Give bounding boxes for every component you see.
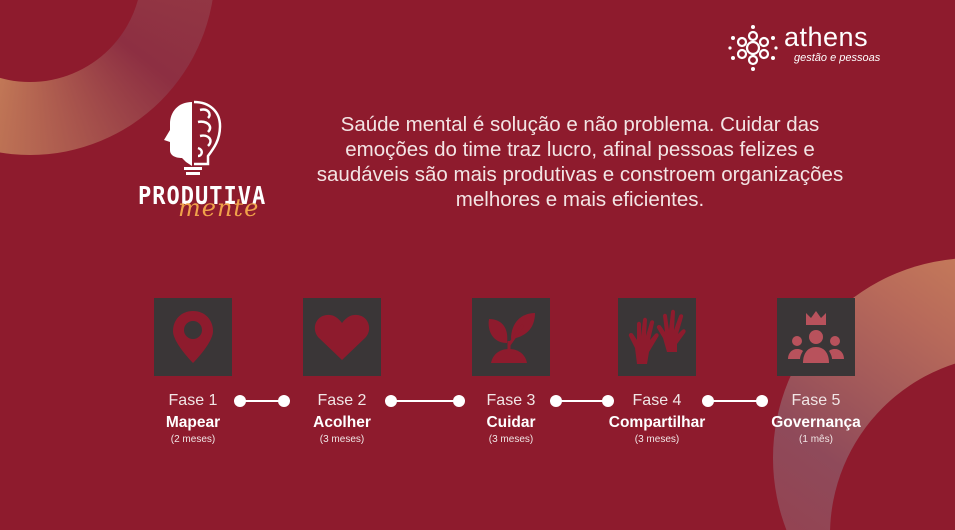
phase-title: Compartilhar	[608, 414, 706, 431]
head-brain-bulb-icon	[164, 100, 222, 175]
phase-icon-box	[777, 298, 855, 376]
phase-title: Mapear	[165, 414, 221, 431]
brand-tagline: gestão e pessoas	[794, 52, 881, 64]
phase-number: Fase 1	[168, 392, 218, 409]
connector-4-5	[702, 395, 768, 407]
phase-title: Cuidar	[486, 414, 536, 431]
logo-word-mente: mente	[178, 194, 260, 222]
phase-icon-box	[303, 298, 381, 376]
phase-number: Fase 5	[791, 392, 841, 409]
map-pin-icon	[173, 311, 213, 363]
phase-icon-box	[154, 298, 232, 376]
phase-4: Fase 4 Compartilhar (3 meses)	[577, 298, 737, 446]
crown-team-icon	[788, 311, 844, 363]
phase-number: Fase 2	[317, 392, 367, 409]
phase-title: Governança	[771, 414, 861, 431]
phase-duration: (3 meses)	[488, 434, 534, 445]
phase-number: Fase 4	[632, 392, 682, 409]
hands-icon	[628, 309, 686, 364]
phase-title: Acolher	[313, 414, 371, 431]
heart-icon	[314, 314, 370, 360]
phase-5: Fase 5 Governança (1 mês)	[736, 298, 896, 446]
connector-2-3	[385, 395, 465, 407]
sprout-icon	[488, 313, 535, 363]
phase-icon-box	[472, 298, 550, 376]
phase-icon-box	[618, 298, 696, 376]
phase-duration: (1 mês)	[799, 434, 833, 445]
connector-3-4	[550, 395, 614, 407]
logo-word-produtiva: PRODUTIVA	[138, 182, 267, 211]
brand-name: athens	[784, 22, 869, 52]
produtivamente-logo: PRODUTIVA mente	[138, 100, 278, 225]
phase-1: Fase 1 Mapear (2 meses)	[113, 298, 273, 446]
headline-text: Saúde mental é solução e não problema. C…	[316, 113, 844, 211]
athens-flower-icon	[728, 25, 778, 71]
athens-logo: athens gestão e pessoas	[728, 24, 880, 72]
phase-2: Fase 2 Acolher (3 meses)	[262, 298, 422, 446]
connector-1-2	[234, 395, 290, 407]
phase-duration: (2 meses)	[170, 434, 216, 445]
phase-duration: (3 meses)	[634, 434, 680, 445]
phase-number: Fase 3	[486, 392, 536, 409]
phase-duration: (3 meses)	[319, 434, 365, 445]
phase-3: Fase 3 Cuidar (3 meses)	[431, 298, 591, 446]
